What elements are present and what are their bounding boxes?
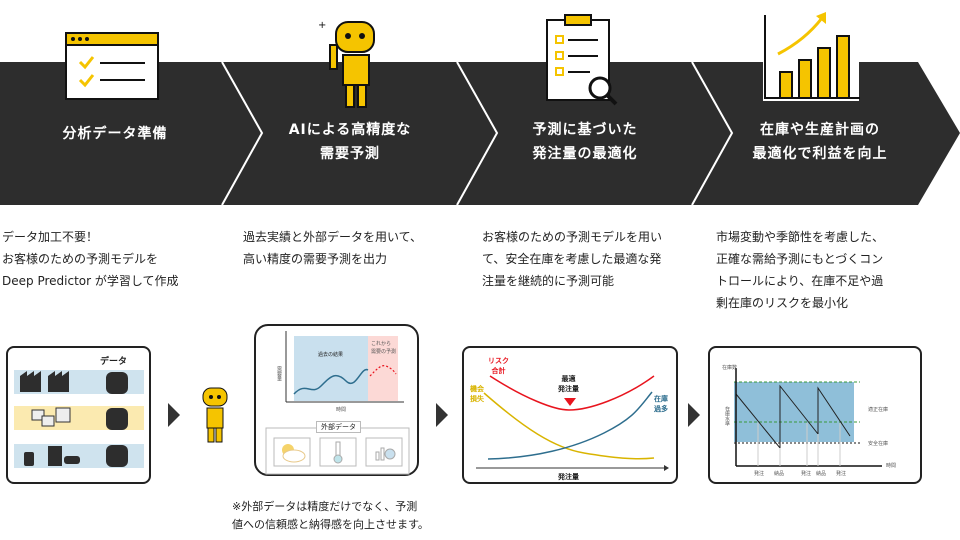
step-1-description: データ加工不要！ お客様のための予測モデルを Deep Predictor が学習し…: [2, 226, 179, 292]
desc-line: 正確な需給予測にもとづくコン: [716, 252, 884, 266]
step-3-title: 予測に基づいた発注量の最適化: [485, 118, 685, 166]
step-2-title-line: AIによる高精度な: [288, 122, 412, 138]
risk-total-curve: [489, 375, 655, 411]
note-line: ※外部データは精度だけでなく、予測: [232, 500, 418, 513]
excess-inventory-label: 在庫過多: [654, 394, 668, 414]
y-axis-label: 在庫数: [722, 365, 738, 371]
factory-icon: [20, 371, 69, 392]
desc-line: データ加工不要！: [2, 230, 99, 244]
opportunity-loss-label: 機会損失: [470, 384, 484, 404]
forecast-bubble-panel: 過去の結果 これから 需要の予測 需要量 時間 外部データ: [254, 324, 419, 476]
cost-curves: [476, 375, 669, 471]
tick-label: 発注: [754, 471, 765, 477]
desc-line: 剰在庫のリスクを最小化: [716, 296, 849, 310]
store-icon: [24, 446, 80, 466]
svg-text:+: +: [318, 20, 326, 31]
step-4-title-line: 在庫や生産計画の: [760, 122, 880, 138]
step-3-description: お客様のための予測モデルを用いて、安全在庫を考慮した最適な発注量を継続的に予測可…: [482, 226, 662, 292]
x-axis-label: 時間: [336, 407, 347, 413]
step-3-title-line: 発注量の最適化: [532, 146, 638, 162]
label-line: 機会: [470, 385, 484, 393]
thermometer-icon: [333, 441, 343, 464]
x-axis-label: 時間: [886, 463, 897, 469]
y-axis-label: 需要量: [276, 366, 282, 381]
inventory-chart: 在庫数 在庫水準 適正在庫 安全在庫 時間 発注 納品 発注 納品 発注: [708, 346, 922, 484]
future-label: これから: [371, 341, 392, 347]
clipboard-search-icon: [546, 14, 618, 106]
label-line: 合計: [491, 367, 506, 375]
ai-robot-icon: +: [318, 20, 375, 108]
step-2-title-line: 需要予測: [320, 146, 380, 162]
optimal-marker: [564, 398, 576, 406]
external-data-note: ※外部データは精度だけでなく、予測値への信頼感と納得感を向上させます。: [232, 498, 429, 534]
label-line: 発注量: [558, 385, 579, 393]
desc-line: 市場変動や季節性を考慮した、: [716, 230, 885, 244]
flow-arrow: [436, 403, 448, 427]
external-data-label: 外部データ: [316, 421, 361, 433]
proper-inventory-label: 適正在庫: [868, 407, 889, 413]
checklist-window-icon: [65, 32, 159, 100]
order-optimization-chart: リスク合計 機会損失 最適発注量 在庫過多 発注量: [462, 346, 678, 484]
inventory-level-label: 在庫水準: [724, 406, 730, 426]
desc-line: 過去実績と外部データを用いて、: [243, 230, 423, 244]
desc-line: 高い精度の需要予測を出力: [243, 252, 388, 266]
step-2-title: AIによる高精度な需要予測: [250, 118, 450, 166]
label-line: 過多: [654, 405, 668, 413]
data-sources-panel: データ: [6, 346, 151, 484]
tick-label: 納品: [774, 471, 785, 477]
growth-chart-icon: [763, 12, 860, 101]
desc-line: Deep Predictor が学習して作成: [2, 274, 179, 288]
box-icon: [31, 407, 71, 427]
forecast-label: 需要の予測: [371, 349, 397, 355]
note-line: 値への信頼感と納得感を向上させます。: [232, 518, 429, 531]
desc-line: 注量を継続的に予測可能: [482, 274, 615, 288]
excess-inventory-curve: [487, 391, 653, 460]
label-line: 最適: [561, 375, 576, 383]
tick-label: 発注: [836, 471, 847, 477]
safety-stock-label: 安全在庫: [868, 441, 889, 447]
data-label: データ: [100, 357, 128, 367]
weather-icon: [282, 444, 306, 463]
label-line: リスク: [488, 357, 509, 365]
step-4-title-line: 最適化で利益を向上: [752, 146, 888, 162]
forecast-chart: [265, 331, 410, 475]
flow-arrow: [168, 403, 180, 427]
data-icons: [20, 371, 128, 467]
database-icon: [106, 372, 128, 467]
desc-line: お客様のための予測モデルを: [2, 252, 159, 266]
step-3-title-line: 予測に基づいた: [532, 122, 638, 138]
desc-line: トロールにより、在庫不足や過: [716, 274, 884, 288]
label-line: 損失: [470, 395, 484, 403]
step-4-title: 在庫や生産計画の最適化で利益を向上: [720, 118, 920, 166]
tick-label: 発注: [801, 471, 812, 477]
desc-line: て、安全在庫を考慮した最適な発: [482, 252, 662, 266]
optimal-order-label: 最適発注量: [558, 374, 579, 394]
risk-total-label: リスク合計: [488, 356, 509, 376]
inventory-sawtooth: [734, 368, 882, 467]
desc-line: お客様のための予測モデルを用い: [482, 230, 663, 244]
step-2-description: 過去実績と外部データを用いて、高い精度の需要予測を出力: [243, 226, 422, 270]
step-1-title: 分析データ準備: [62, 126, 168, 142]
analytics-icon: [375, 447, 396, 461]
step-4-description: 市場変動や季節性を考慮した、正確な需給予測にもとづくコントロールにより、在庫不足…: [716, 226, 884, 314]
tick-label: 納品: [816, 471, 827, 477]
past-results-label: 過去の結果: [318, 352, 344, 358]
ai-robot-small-icon: [202, 387, 228, 443]
x-axis-label: 発注量: [558, 473, 579, 481]
flow-arrow: [688, 403, 700, 427]
opportunity-loss-curve: [483, 392, 655, 460]
label-line: 在庫: [654, 395, 668, 403]
